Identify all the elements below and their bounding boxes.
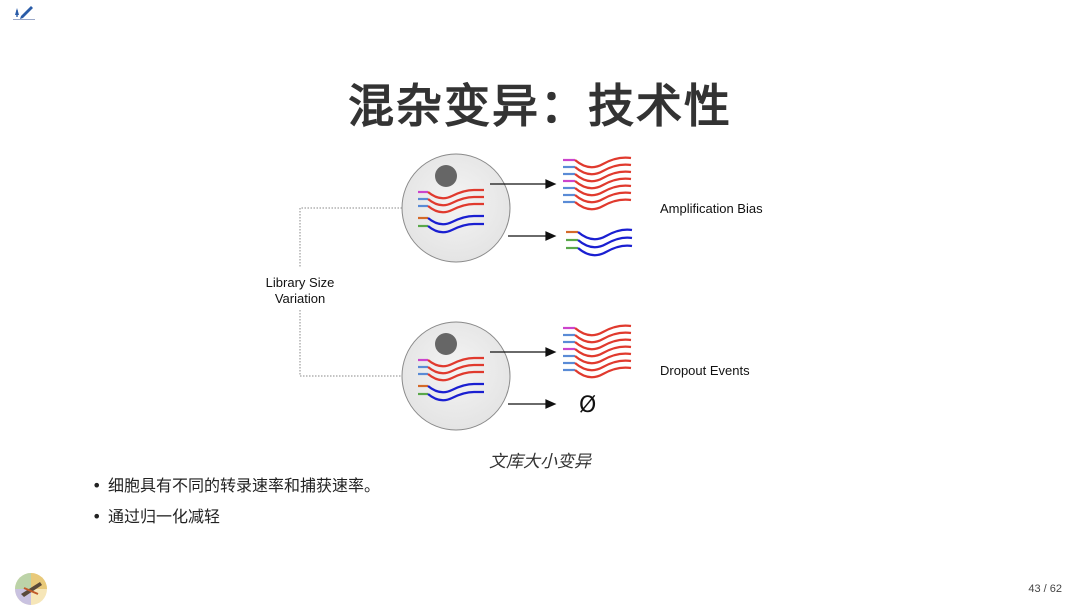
amplified-red-transcripts — [563, 324, 632, 379]
university-logo-icon — [15, 573, 47, 605]
library-size-bracket — [299, 207, 402, 377]
dropout-events-label: Dropout Events — [660, 363, 750, 378]
diagram-caption: 文库大小变异 — [489, 452, 591, 472]
bullet-list: • 细胞具有不同的转录速率和捕获速率。 • 通过归一化减轻 — [92, 470, 380, 532]
bullet-text: 通过归一化减轻 — [108, 507, 221, 526]
bullet-dot-icon: • — [92, 476, 102, 495]
cell-top — [401, 153, 511, 263]
amplification-bias-label: Amplification Bias — [660, 201, 763, 216]
arrow-icon — [490, 179, 557, 241]
arrow-icon — [490, 347, 557, 409]
library-size-label: Library Size Variation — [252, 275, 348, 307]
amplified-blue-transcripts — [566, 228, 633, 257]
red-transcripts — [418, 188, 484, 214]
list-item: • 细胞具有不同的转录速率和捕获速率。 — [92, 470, 380, 501]
empty-set-symbol: Ø — [579, 393, 597, 418]
library-size-label-line1: Library Size — [265, 275, 335, 290]
list-item: • 通过归一化减轻 — [92, 501, 380, 532]
pencil-edit-icon — [13, 6, 35, 20]
slide-title: 混杂变异：技术性 — [348, 79, 732, 133]
blue-transcripts — [418, 214, 484, 234]
library-size-label-line2: Variation — [274, 291, 326, 306]
red-transcripts — [418, 356, 484, 382]
bullet-text: 细胞具有不同的转录速率和捕获速率。 — [108, 476, 381, 495]
nucleus-icon — [435, 333, 457, 355]
nucleus-icon — [435, 165, 457, 187]
cell-bottom — [401, 321, 511, 431]
amplified-red-transcripts — [563, 156, 632, 211]
blue-transcripts — [418, 382, 484, 402]
page-number: 43 / 62 — [1028, 583, 1062, 595]
bullet-dot-icon: • — [92, 507, 102, 526]
